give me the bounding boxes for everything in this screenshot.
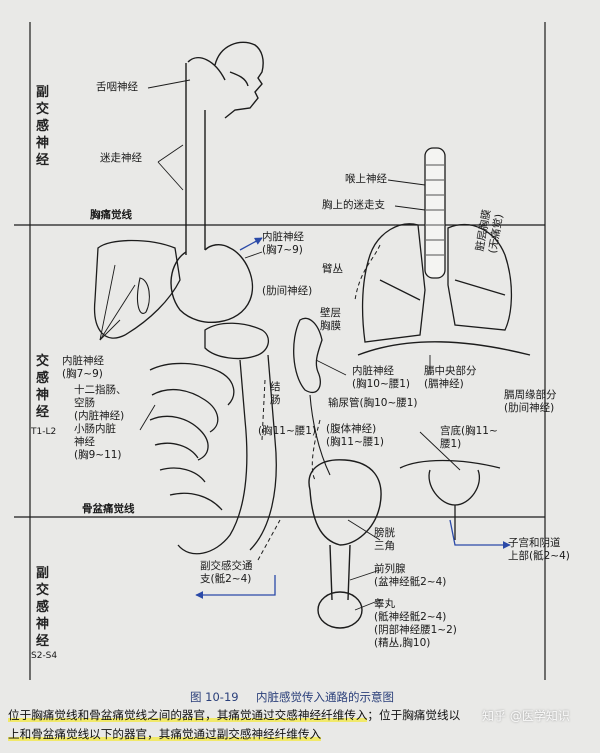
vagus-label: 迷走神经 [100,152,142,164]
description-line-1-tail: ；位于胸痛觉线以 [367,708,461,722]
pathway-arrows [195,237,511,599]
liver [93,239,181,339]
superior-laryngeal-label: 喉上神经 [345,173,387,185]
intestines [149,322,277,555]
intercostal-label: (肋间神经) [262,285,313,297]
head-and-esophagus [185,41,264,255]
ureter-label: 输尿管(胸10~腰1) [328,397,418,409]
cervix-label: 子宫和阴道 上部(骶2~4) [508,537,570,562]
parasympathetic-range: S2-S4 [31,651,58,661]
diaphragm [357,341,531,356]
diaphragm-peripheral-label: 膈周缘部分 (肋间神经) [504,389,557,414]
glossopharyngeal-label: 舌咽神经 [96,81,138,93]
trachea [424,147,446,279]
parietal-pleura-label: 壁层 胸膜 [320,307,341,332]
sympathetic-label: 交 感 神 经 [36,354,50,420]
colon-label: 结 肠 [270,381,281,406]
chest-pain-line-label: 胸痛觉线 [90,209,132,221]
uterus [399,459,501,540]
figure-title: 内脏感觉传入通路的示意图 [256,690,394,704]
bladder-trigone-label: 膀胱 三角 [374,527,395,552]
parasympathetic-top-label: 副 交 感 神 经 [36,85,50,168]
pelvic-pain-line-label: 骨盆痛觉线 [82,503,135,515]
description-line-1-text: 位于胸痛觉线和骨盆痛觉线之间的器官，其痛觉通过交感神经纤维传入 [8,708,368,722]
lungs [361,223,513,343]
kidney [293,317,323,394]
nerve-pathways [257,244,381,561]
gallbladder [137,277,150,314]
watermark: 知乎 @医学知识 [482,709,570,723]
visceral-nerve-top-label: 内脏神经 (胸7~9) [262,231,304,256]
uterus-fundus-label: 宫底(胸11~ 腰1) [440,425,498,450]
testis-label: 睾丸 (骶神经骶2~4) (阴部神经腰1~2) (精丛,胸10) [374,598,457,649]
bladder-top-label: (腹体神经) (胸11~腰1) [326,423,385,448]
diaphragm-central-label: 膈中央部分 (膈神经) [424,365,477,390]
sympathetic-range: T1-L2 [31,427,57,437]
bladder [308,459,382,629]
colon-segment-label: (胸11~腰1) [258,425,317,437]
kidney-nerve-label: 内脏神经 (胸10~腰1) [352,365,411,390]
parasympathetic-branch-label: 副交感交通 支(骶2~4) [200,560,253,585]
label-pointers [99,79,461,611]
figure-number: 图 10-19 [190,690,239,704]
description-line-1: 位于胸痛觉线和骨盆痛觉线之间的器官，其痛觉通过交感神经纤维传入；位于胸痛觉线以 [8,706,460,725]
duodenum-label: 十二指肠、 空肠 (内脏神经) 小肠内脏 神经 (胸9~11) [74,384,127,461]
parasympathetic-bottom-label: 副 交 感 神 经 [36,566,50,649]
thoracic-vagus-label: 胸上的迷走支 [322,199,385,211]
description-line-2: 上和骨盆痛觉线以下的器官，其痛觉通过副交感神经纤维传入 [8,725,322,744]
prostate-label: 前列腺 (盆神经骶2~4) [374,563,447,588]
visceral-nerve-left-label: 内脏神经 (胸7~9) [62,355,104,380]
description-line-2-text: 上和骨盆痛觉线以下的器官，其痛觉通过副交感神经纤维传入 [8,727,322,741]
diagram-frame [29,22,546,680]
trachea-rings [426,164,444,256]
arm-plexus-label: 臂丛 [322,263,343,275]
stomach [170,243,254,324]
